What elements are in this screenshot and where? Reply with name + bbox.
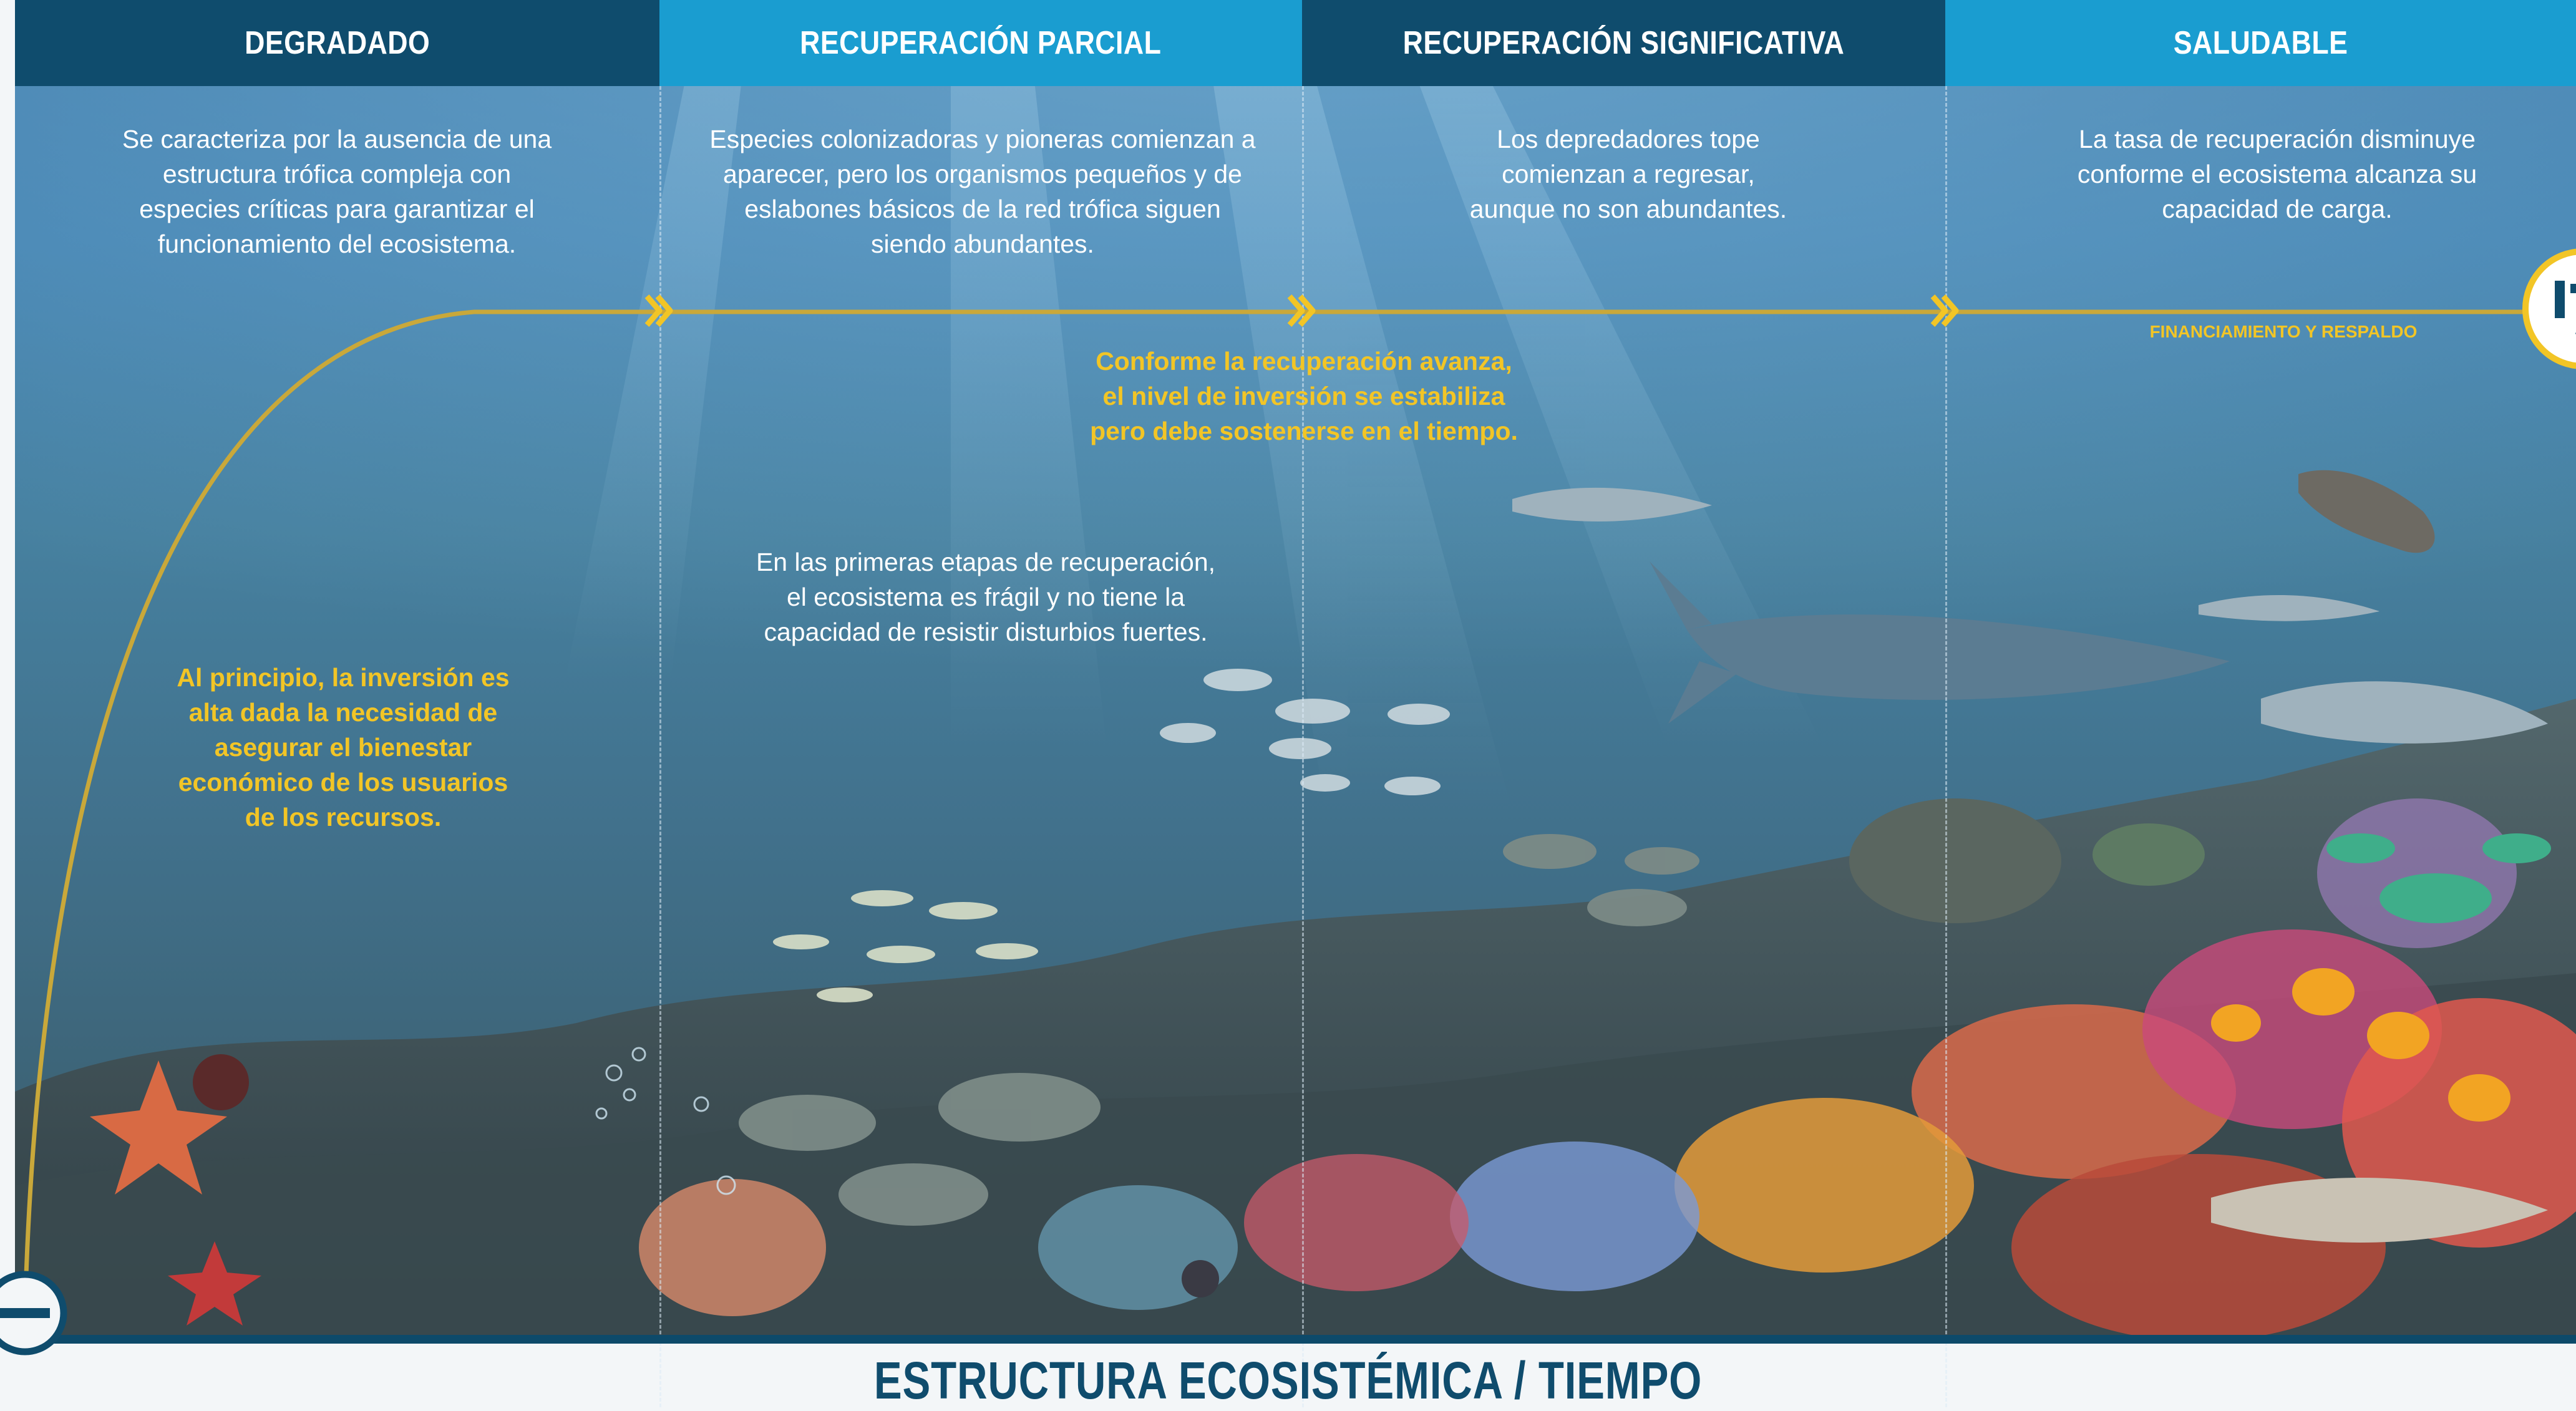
starfish: [90, 1060, 261, 1326]
axis-title-text: ESTRUCTURA ECOSISTÉMICA / TIEMPO: [873, 1351, 1703, 1410]
funding-label: FINANCIAMIENTO Y RESPALDO: [2149, 322, 2418, 341]
description-line: estructura trófica compleja con: [162, 160, 512, 188]
description-line: Se caracteriza por la ausencia de una: [122, 125, 552, 153]
stage-header-degraded: DEGRADADO: [15, 0, 659, 86]
sea-urchin: [193, 1054, 249, 1110]
stage-description-degraded: Se caracteriza por la ausencia de una es…: [56, 122, 618, 261]
footer-rule: [15, 1335, 2576, 1344]
annotation-line: pero debe sostenerse en el tiempo.: [1090, 417, 1518, 445]
bubbles: [595, 1047, 736, 1195]
sea-urchin: [1182, 1260, 1219, 1297]
description-line: aparecer, pero los organismos pequeños y…: [723, 160, 1242, 188]
description-line: siendo abundantes.: [871, 230, 1094, 258]
description-line: conforme el ecosistema alcanza su: [2077, 160, 2477, 188]
annotation-line: económico de los usuarios: [178, 768, 508, 797]
underwater-scene: [15, 0, 2576, 1335]
annotation-line: asegurar el bienestar: [214, 733, 472, 762]
sea-turtle: [2092, 823, 2205, 886]
annotation-line: En las primeras etapas de recuperación,: [756, 548, 1216, 576]
stage-title: DEGRADADO: [244, 25, 430, 61]
giant-grouper: [1849, 798, 2061, 923]
annotation-fragile-stage: En las primeras etapas de recuperación, …: [705, 545, 1266, 649]
description-line: La tasa de recuperación disminuye: [2079, 125, 2476, 153]
sea-lion: [2298, 470, 2435, 553]
chevron-right-icon: [1287, 294, 1316, 327]
parrotfish: [2326, 833, 2551, 923]
stage-title: RECUPERACIÓN SIGNIFICATIVA: [1402, 25, 1845, 61]
funding-icon: [2522, 248, 2576, 369]
minus-icon: [0, 1271, 67, 1355]
description-line: eslabones básicos de la red trófica sigu…: [744, 195, 1221, 223]
stage-title: RECUPERACIÓN PARCIAL: [800, 25, 1162, 61]
description-line: funcionamiento del ecosistema.: [157, 230, 517, 258]
fish-school: [1160, 669, 1450, 795]
chevron-right-icon: [1930, 294, 1959, 327]
stage-divider: [659, 86, 661, 1407]
description-line: comienzan a regresar,: [1502, 160, 1755, 188]
annotation-line: de los recursos.: [245, 803, 442, 832]
axis-title: ESTRUCTURA ECOSISTÉMICA / TIEMPO: [0, 1350, 2576, 1410]
yellowtail-school: [773, 890, 1038, 1002]
annotation-investment-stable: Conforme la recuperación avanza, el nive…: [1023, 344, 1585, 449]
stage-title: SALUDABLE: [2173, 25, 2348, 61]
stage-divider: [1945, 86, 1947, 1407]
chevron-right-icon: [644, 294, 673, 327]
investment-line: [22, 309, 2533, 1317]
annotation-line: Conforme la recuperación avanza,: [1096, 347, 1512, 376]
scene-illustration: [15, 0, 2576, 1335]
butterflyfish: [2211, 968, 2510, 1122]
annotation-line: el nivel de inversión se estabiliza: [1102, 382, 1505, 410]
annotation-line: el ecosistema es frágil y no tiene la: [786, 583, 1185, 611]
annotation-line: capacidad de resistir disturbios fuertes…: [764, 618, 1208, 646]
stage-header-significant: RECUPERACIÓN SIGNIFICATIVA: [1302, 0, 1945, 86]
annotation-line: alta dada la necesidad de: [188, 698, 498, 727]
description-line: Los depredadores tope: [1497, 125, 1760, 153]
light-rays: [564, 0, 1824, 811]
stage-description-healthy: La tasa de recuperación disminuye confor…: [1984, 122, 2570, 226]
whale-shark: [1650, 561, 2230, 724]
groupers: [739, 834, 1699, 1226]
annotation-investment-start: Al principio, la inversión es alta dada …: [125, 660, 561, 835]
stage-description-significant: Los depredadores tope comienzan a regres…: [1341, 122, 1915, 226]
description-line: Especies colonizadoras y pioneras comien…: [709, 125, 1256, 153]
stage-divider: [1302, 86, 1304, 1407]
stage-description-partial: Especies colonizadoras y pioneras comien…: [680, 122, 1285, 261]
description-line: aunque no son abundantes.: [1469, 195, 1787, 223]
stage-header-healthy: SALUDABLE: [1945, 0, 2576, 86]
annotation-line: Al principio, la inversión es: [177, 663, 510, 692]
description-line: especies críticas para garantizar el: [139, 195, 535, 223]
reef-sharks: [1512, 487, 2548, 1243]
stage-header-partial: RECUPERACIÓN PARCIAL: [659, 0, 1302, 86]
description-line: capacidad de carga.: [2162, 195, 2393, 223]
